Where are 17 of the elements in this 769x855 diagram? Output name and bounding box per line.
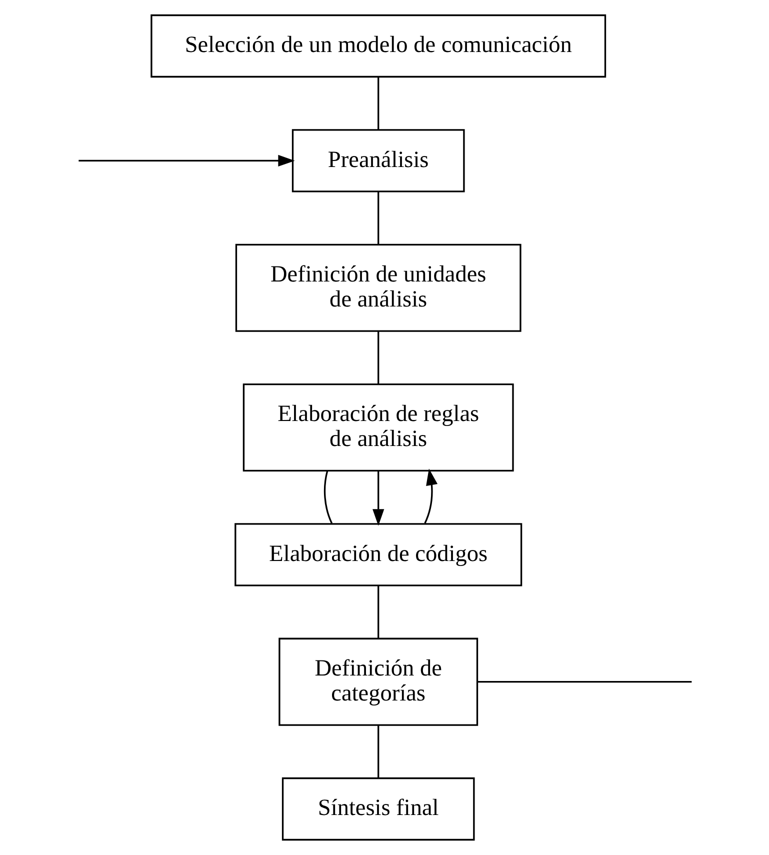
arrow: [372, 471, 384, 526]
connector: [377, 331, 379, 384]
connector: [477, 681, 692, 683]
node-box: Definición de unidades de análisis: [234, 244, 521, 332]
node-box: Elaboración de reglas de análisis: [242, 383, 514, 472]
connector: [377, 725, 379, 778]
connector: [377, 192, 379, 244]
node-box: Elaboración de códigos: [234, 523, 522, 586]
connector: [377, 76, 379, 130]
node-box: Selección de un modelo de comunicación: [150, 14, 606, 78]
arrow: [78, 154, 294, 167]
connector: [377, 586, 379, 638]
node-box: Preanálisis: [291, 129, 464, 192]
arrow: [424, 468, 438, 524]
node-box: Síntesis final: [281, 777, 474, 841]
node-box: Definición de categorías: [278, 638, 478, 726]
connector: [323, 470, 332, 524]
